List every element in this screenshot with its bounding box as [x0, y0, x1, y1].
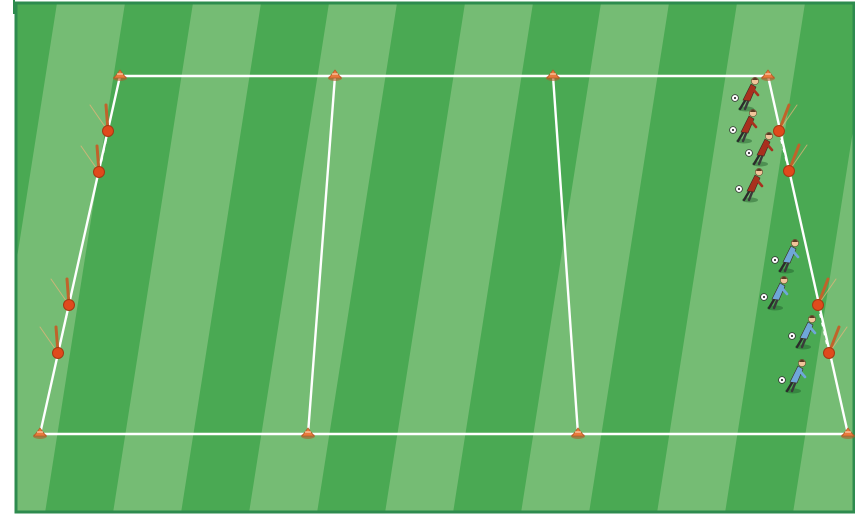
ball-icon — [732, 95, 739, 102]
ball-icon — [730, 127, 737, 134]
ball-icon — [761, 294, 768, 301]
ball-icon — [789, 333, 796, 340]
ball-icon — [746, 150, 753, 157]
ball-icon — [779, 377, 786, 384]
grass — [0, 3, 855, 513]
ball-icon — [772, 257, 779, 264]
ball-icon — [736, 186, 743, 193]
